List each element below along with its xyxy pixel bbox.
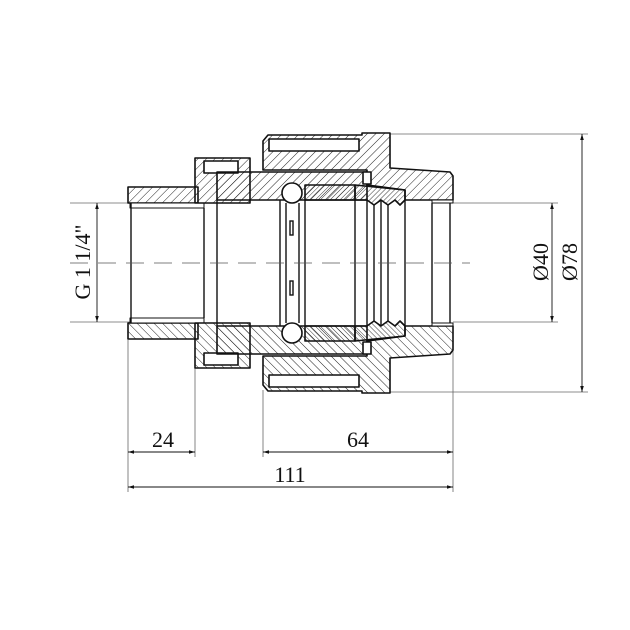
thread-length-label: 24: [152, 427, 174, 452]
fitting-section-lower: [127, 317, 454, 394]
extension-lines: [70, 133, 588, 492]
thread-size-label: G 1 1/4": [70, 225, 95, 300]
fitting-section-upper: [127, 132, 454, 209]
dimension-lines: [95, 134, 584, 489]
inner-diameter-label: Ø40: [528, 243, 553, 281]
outer-diameter-label: Ø78: [557, 243, 582, 281]
total-length-label: 111: [274, 462, 305, 487]
inner-contour-lines: [130, 200, 451, 326]
nut-length-label: 64: [347, 427, 369, 452]
